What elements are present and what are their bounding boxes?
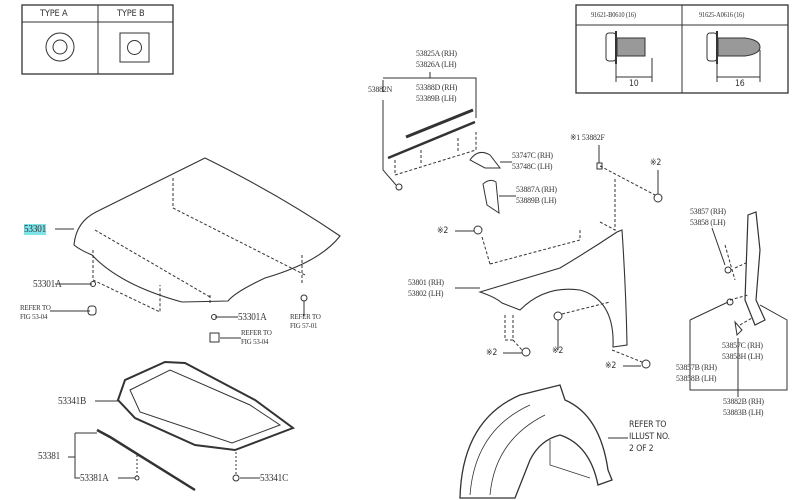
fender-bolt-mark-3[interactable]: ※2 bbox=[486, 348, 498, 358]
seal-c-rh[interactable]: 53857C (RH) bbox=[722, 340, 763, 350]
type-table-mark: ※1 bbox=[90, 0, 101, 4]
cowl-rubber-lh[interactable]: 53389B (LH) bbox=[416, 93, 457, 103]
hood-drawing bbox=[50, 157, 341, 343]
bolt1-length: 10 bbox=[629, 79, 639, 89]
insulator-clip-part-number[interactable]: 53341C bbox=[260, 473, 289, 484]
bolt1-part-number: 91621-B0610 (16) bbox=[591, 11, 636, 19]
bolt-icon bbox=[605, 31, 653, 82]
fender-nut[interactable]: ※1 53882F bbox=[570, 132, 605, 142]
liner-bracket-lh[interactable]: 53858 (LH) bbox=[690, 217, 726, 227]
fender-bolt-mark-4[interactable]: ※2 bbox=[552, 346, 564, 356]
fender-bolt-mark-5[interactable]: ※2 bbox=[605, 361, 617, 371]
liner-bracket-drawing bbox=[689, 211, 788, 397]
bolt2-length: 16 bbox=[735, 79, 745, 89]
type-a-label: TYPE A bbox=[40, 9, 68, 19]
hood-cushion-left[interactable]: 53301A bbox=[33, 279, 62, 290]
cowl-bracket-lh[interactable]: 53748C (LH) bbox=[512, 161, 553, 171]
type-table bbox=[21, 4, 174, 75]
fender-bolt-mark-1[interactable]: ※2 bbox=[650, 158, 662, 168]
seal-b-lh[interactable]: 53858B (LH) bbox=[676, 373, 717, 383]
insulator-part-number[interactable]: 53341B bbox=[58, 396, 87, 407]
liner-bracket-rh[interactable]: 53857 (RH) bbox=[690, 206, 726, 216]
fender-liner-drawing bbox=[459, 384, 628, 499]
cowl-rubber-rh[interactable]: 53388D (RH) bbox=[416, 82, 458, 92]
fender-bolt-mark-2[interactable]: ※2 bbox=[437, 226, 449, 236]
bolt-table bbox=[575, 4, 789, 94]
fender-lh[interactable]: 53802 (LH) bbox=[408, 288, 444, 298]
type-b-label: TYPE B bbox=[117, 9, 145, 19]
cowl-pad-rh[interactable]: 53887A (RH) bbox=[516, 184, 557, 194]
seal-clip-part-number[interactable]: 53381A bbox=[80, 473, 109, 484]
fender-rh[interactable]: 53801 (RH) bbox=[408, 277, 444, 287]
type-b-washer-icon bbox=[119, 32, 150, 63]
seal-set-lh[interactable]: 53883B (LH) bbox=[723, 407, 764, 417]
seal-c-lh[interactable]: 53858H (LH) bbox=[722, 351, 763, 361]
seal-set-rh[interactable]: 53882B (RH) bbox=[723, 396, 764, 406]
bolt2-part-number: 91625-A0616 (16) bbox=[699, 11, 745, 19]
cowl-seal-drawing bbox=[382, 72, 516, 215]
cowl-pad-lh[interactable]: 53889B (LH) bbox=[516, 195, 557, 205]
cowl-bracket-rh[interactable]: 53747C (RH) bbox=[512, 150, 553, 160]
bolt-pointed-icon bbox=[706, 31, 761, 82]
insulator-drawing bbox=[68, 360, 296, 492]
seal-part-number[interactable]: 53381 bbox=[38, 451, 61, 462]
type-a-washer-icon bbox=[45, 32, 75, 62]
cowl-clip[interactable]: 53882N bbox=[368, 84, 393, 94]
seal-b-rh[interactable]: 53857B (RH) bbox=[676, 362, 717, 372]
cowl-seal-rh[interactable]: 53825A (RH) bbox=[416, 48, 457, 58]
bolt-table-mark: ※2 bbox=[680, 0, 691, 3]
cowl-seal-lh[interactable]: 53826A (LH) bbox=[416, 59, 457, 69]
hood-part-number[interactable]: 53301 bbox=[24, 224, 47, 235]
fender-drawing bbox=[455, 145, 663, 369]
hood-cushion-right[interactable]: 53301A bbox=[238, 312, 267, 323]
